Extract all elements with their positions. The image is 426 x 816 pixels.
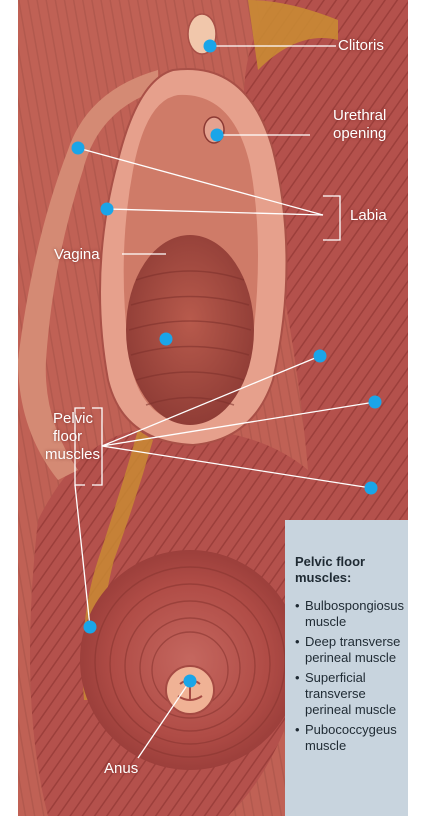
list-item: Superficial transverse perineal muscle <box>295 670 408 718</box>
label-pelvic-line-1: Pelvic <box>45 410 100 428</box>
label-labia: Labia <box>350 207 387 225</box>
label-urethral-opening: Urethral opening <box>333 107 386 143</box>
marker-pelvic-3 <box>365 482 378 495</box>
list-item-line: Superficial <box>305 670 408 686</box>
list-item-line: perineal muscle <box>305 702 408 718</box>
marker-pelvic-2 <box>369 396 382 409</box>
info-panel-list: Bulbospongiosus muscle Deep transverse p… <box>295 598 408 754</box>
label-urethral-line-1: Urethral <box>333 107 386 125</box>
list-item: Pubococcygeus muscle <box>295 722 408 754</box>
label-pelvic-floor-muscles: Pelvic floor muscles <box>45 410 100 464</box>
list-item: Bulbospongiosus muscle <box>295 598 408 630</box>
marker-clitoris <box>204 40 217 53</box>
list-item-line: transverse <box>305 686 408 702</box>
list-item-line: muscle <box>305 738 408 754</box>
list-item: Deep transverse perineal muscle <box>295 634 408 666</box>
vaginal-cavity <box>126 235 254 425</box>
list-item-line: muscle <box>305 614 408 630</box>
marker-vagina <box>160 333 173 346</box>
label-clitoris: Clitoris <box>338 37 384 55</box>
label-pelvic-line-2: floor <box>45 428 100 446</box>
info-panel: Pelvic floor muscles: Bulbospongiosus mu… <box>285 520 408 816</box>
label-anus: Anus <box>104 760 138 778</box>
info-panel-title-line-1: Pelvic floor <box>295 554 408 570</box>
info-panel-title: Pelvic floor muscles: <box>295 554 408 586</box>
marker-anus <box>184 675 197 688</box>
list-item-line: Deep transverse <box>305 634 408 650</box>
marker-labia-lower <box>101 203 114 216</box>
label-pelvic-line-3: muscles <box>45 446 100 464</box>
list-item-line: perineal muscle <box>305 650 408 666</box>
list-item-line: Bulbospongiosus <box>305 598 408 614</box>
marker-pelvic-1 <box>314 350 327 363</box>
marker-labia-upper <box>72 142 85 155</box>
label-urethral-line-2: opening <box>333 125 386 143</box>
marker-urethral-opening <box>211 129 224 142</box>
list-item-line: Pubococcygeus <box>305 722 408 738</box>
info-panel-title-line-2: muscles: <box>295 570 408 586</box>
anal-sphincter <box>80 550 300 770</box>
marker-pelvic-4 <box>84 621 97 634</box>
label-vagina: Vagina <box>54 246 100 264</box>
